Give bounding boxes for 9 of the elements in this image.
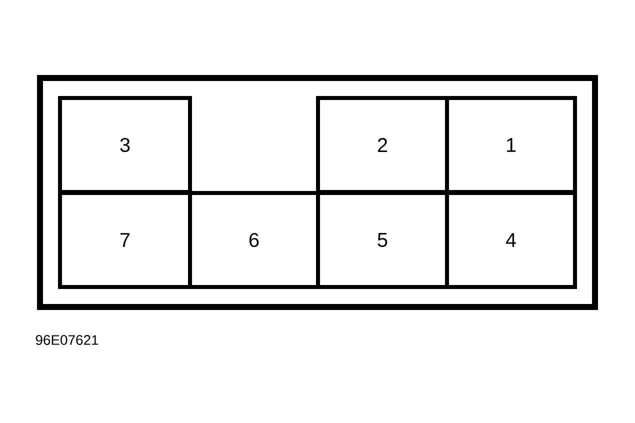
pin-cavity: 1	[445, 96, 577, 194]
connector-housing	[37, 75, 598, 310]
pin-cavity: 6	[188, 191, 320, 289]
pin-cavity: 4	[445, 191, 577, 289]
pin-cavity: 3	[58, 96, 192, 194]
pin-cavity: 2	[316, 96, 449, 194]
pin-cavity: 7	[58, 191, 192, 289]
pin-cavity: 5	[316, 191, 449, 289]
figure-code: 96E07621	[36, 335, 98, 345]
